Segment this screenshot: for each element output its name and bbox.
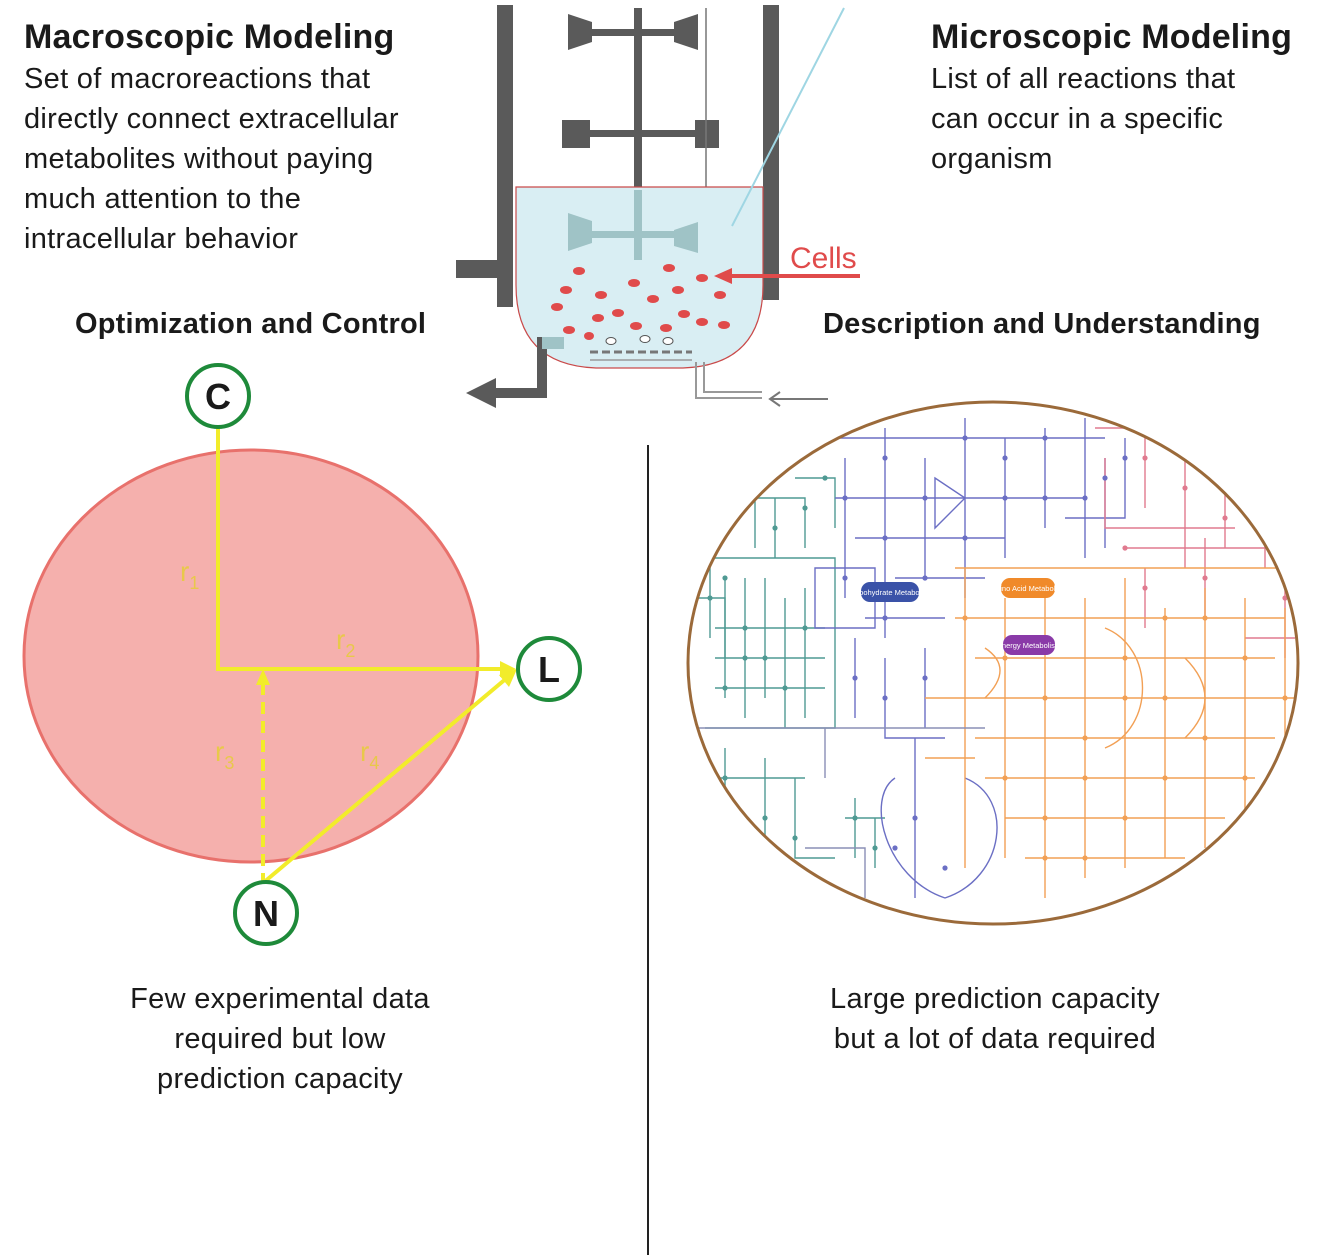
macroscopic-description: Set of macroreactions that directly conn… [24, 63, 399, 255]
map-network-grey [695, 727, 985, 898]
node-n-label: N [253, 893, 279, 934]
outlet-valve [542, 337, 564, 349]
node-l-label: L [538, 649, 560, 690]
node-l: L [516, 636, 582, 702]
inlet-pipe-inner [703, 362, 762, 393]
map-label-amino-acid: Amino Acid Metabolism [989, 578, 1067, 598]
reaction-label-r3: r3 [215, 736, 234, 773]
microscopic-caption: Large prediction capacity but a lot of d… [830, 983, 1160, 1055]
gas-bubbles [605, 335, 674, 345]
macroreaction-network: r1 r2 r3 r4 C L N [22, 363, 582, 946]
map-network-orange [925, 567, 1295, 898]
microscopic-description: List of all reactions that can occur in … [931, 63, 1236, 175]
gas-inlet-line [731, 7, 845, 227]
reaction-label-r2: r2 [336, 624, 355, 661]
metabolic-map-background [688, 402, 1298, 924]
cell-ellipse [22, 448, 480, 864]
node-c: C [185, 363, 251, 429]
bioreactor-diagram: Cells [456, 5, 860, 408]
map-label-carbohydrate: Carbohydrate Metabolism [847, 582, 933, 602]
map-label-amino-acid-text: Amino Acid Metabolism [989, 584, 1067, 593]
impeller-middle [562, 120, 719, 148]
impeller-top [568, 14, 698, 50]
reaction-arrowhead-r4 [499, 669, 517, 687]
map-label-carbohydrate-text: Carbohydrate Metabolism [847, 588, 933, 597]
reaction-label-r1: r1 [180, 556, 199, 593]
metabolic-map: Carbohydrate Metabolism Amino Acid Metab… [686, 400, 1300, 926]
cells-arrowhead [714, 268, 732, 284]
macroscopic-caption: Few experimental data required but low p… [130, 983, 430, 1095]
reactor-side-port [456, 260, 498, 278]
reaction-arrowhead-r2 [500, 661, 516, 677]
reaction-arrow-r4 [261, 675, 510, 885]
cells [551, 264, 730, 340]
reactor-wall-right [763, 5, 779, 300]
node-c-label: C [205, 376, 231, 417]
microscopic-title: Microscopic Modeling [931, 18, 1293, 56]
inlet-pipe [695, 362, 762, 399]
reactor-wall-left [497, 5, 513, 307]
metabolic-map-border [686, 400, 1300, 926]
reaction-label-r4: r4 [360, 736, 379, 773]
impeller-submerged [568, 190, 698, 260]
description-subheading: Description and Understanding [823, 308, 1261, 340]
outlet-arrow [466, 378, 496, 408]
map-label-energy-text: Energy Metabolism [997, 641, 1061, 650]
macroscopic-title: Macroscopic Modeling [24, 18, 395, 56]
cells-label: Cells [790, 242, 857, 275]
reaction-arrowhead-r3 [256, 669, 270, 685]
optimization-subheading: Optimization and Control [75, 308, 427, 340]
node-n: N [233, 880, 299, 946]
map-label-energy: Energy Metabolism [997, 635, 1061, 655]
inlet-arrowhead [768, 391, 781, 407]
vertical-divider [647, 445, 649, 1255]
map-nodes [707, 435, 1288, 871]
